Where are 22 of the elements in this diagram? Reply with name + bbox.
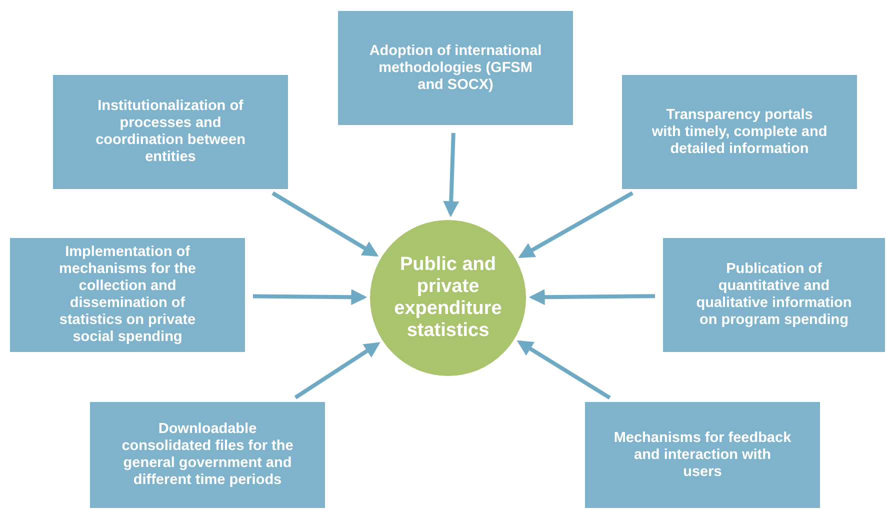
node-text: Publication of quantitative and qualitative information on program spending: [695, 261, 853, 329]
node-text: Mechanisms for feedback and interaction with users: [613, 430, 792, 480]
process-box: [663, 238, 885, 352]
arrow: [518, 191, 634, 258]
process-box: [90, 402, 325, 508]
arrow: [443, 132, 460, 218]
node-text: Implementation of mechanisms for the collection and dissemination of statistics on private social spending: [58, 244, 197, 346]
node-text: Public and private expenditure statistics: [393, 254, 503, 342]
arrow: [528, 289, 656, 306]
arrow: [516, 340, 611, 400]
arrow: [294, 342, 380, 400]
node-text: Institutionalization of processes and coordination between entities: [94, 98, 246, 166]
process-box: [53, 75, 288, 189]
process-box: [10, 238, 245, 352]
process-box: [622, 75, 857, 189]
arrow: [272, 191, 379, 257]
process-box: [338, 11, 573, 125]
arrow: [252, 289, 368, 306]
node-text: Downloadable consolidated files for the general government and different time periods: [120, 421, 294, 489]
node-text: Adoption of international methodologies (GFSM and SOCX): [368, 42, 543, 94]
node-text: Transparency portals with timely, complete and detailed information: [650, 106, 828, 158]
process-box: [585, 402, 820, 508]
